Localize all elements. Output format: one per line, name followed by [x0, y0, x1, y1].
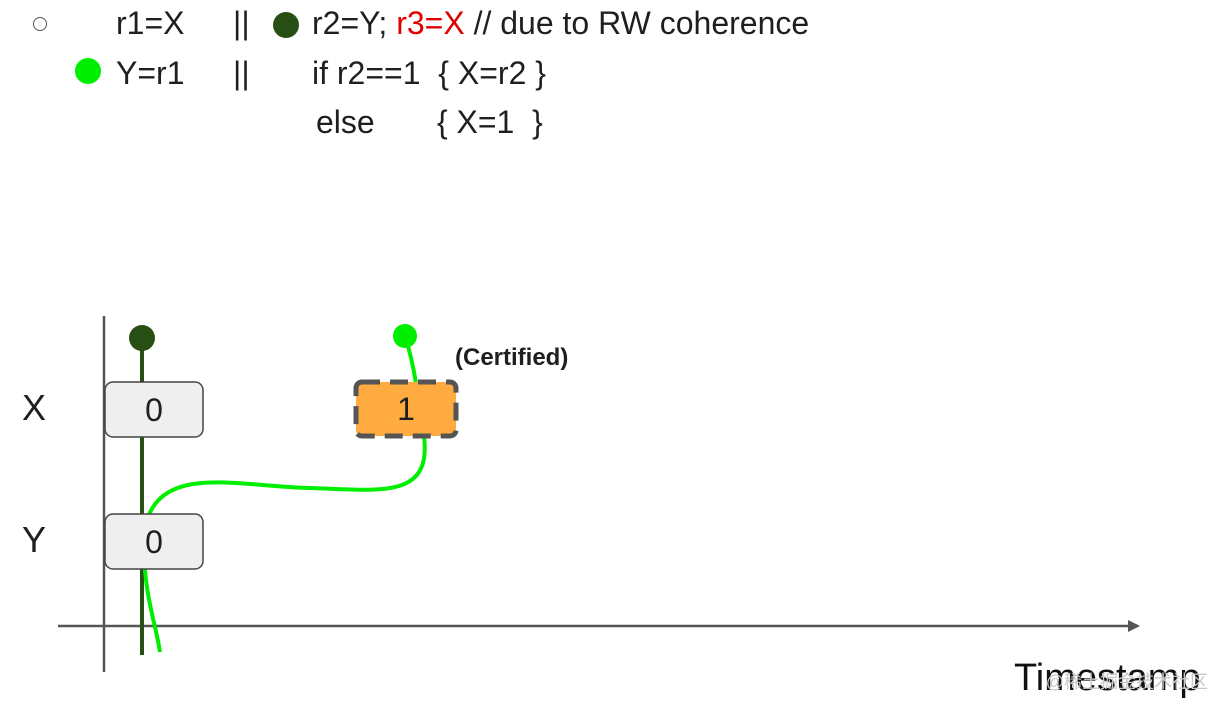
y-initial-value-box: [104, 513, 204, 570]
x-pending-write-box: [353, 379, 459, 439]
thread1-position-marker-icon: [393, 324, 417, 348]
y-initial-value: 0: [145, 524, 163, 560]
code-line1-comment: // due to RW coherence: [464, 5, 810, 41]
code-line1-separator: ||: [233, 5, 250, 41]
timestamp-axis-label: Timestamp: [1014, 657, 1201, 699]
watermark: @稀土掘金技术社区: [1046, 672, 1208, 692]
thread2-read-marker-icon: [273, 12, 299, 38]
code-line3-right: else { X=1 }: [316, 104, 543, 140]
code-line1-highlight: r3=X: [396, 5, 465, 41]
certified-annotation: (Certified): [455, 344, 568, 371]
row-label-x: X: [22, 387, 46, 428]
code-line2-right: if r2==1 { X=r2 }: [312, 55, 546, 91]
code-line1-right-prefix: r2=Y;: [312, 5, 397, 41]
row-label-y: Y: [22, 519, 46, 560]
thread1-read-marker-icon: [33, 17, 47, 31]
x-initial-value-box: [104, 381, 204, 438]
code-line1-left: r1=X: [116, 5, 185, 41]
x-pending-write-value: 1: [397, 391, 415, 427]
code-line2-separator: ||: [233, 55, 250, 91]
code-line1-right: r2=Y; r3=X // due to RW coherence: [312, 4, 809, 42]
thread2-position-marker-icon: [129, 325, 155, 351]
thread1-write-marker-icon: [75, 58, 101, 84]
x-initial-value: 0: [145, 392, 163, 428]
code-line2-left: Y=r1: [116, 55, 185, 91]
